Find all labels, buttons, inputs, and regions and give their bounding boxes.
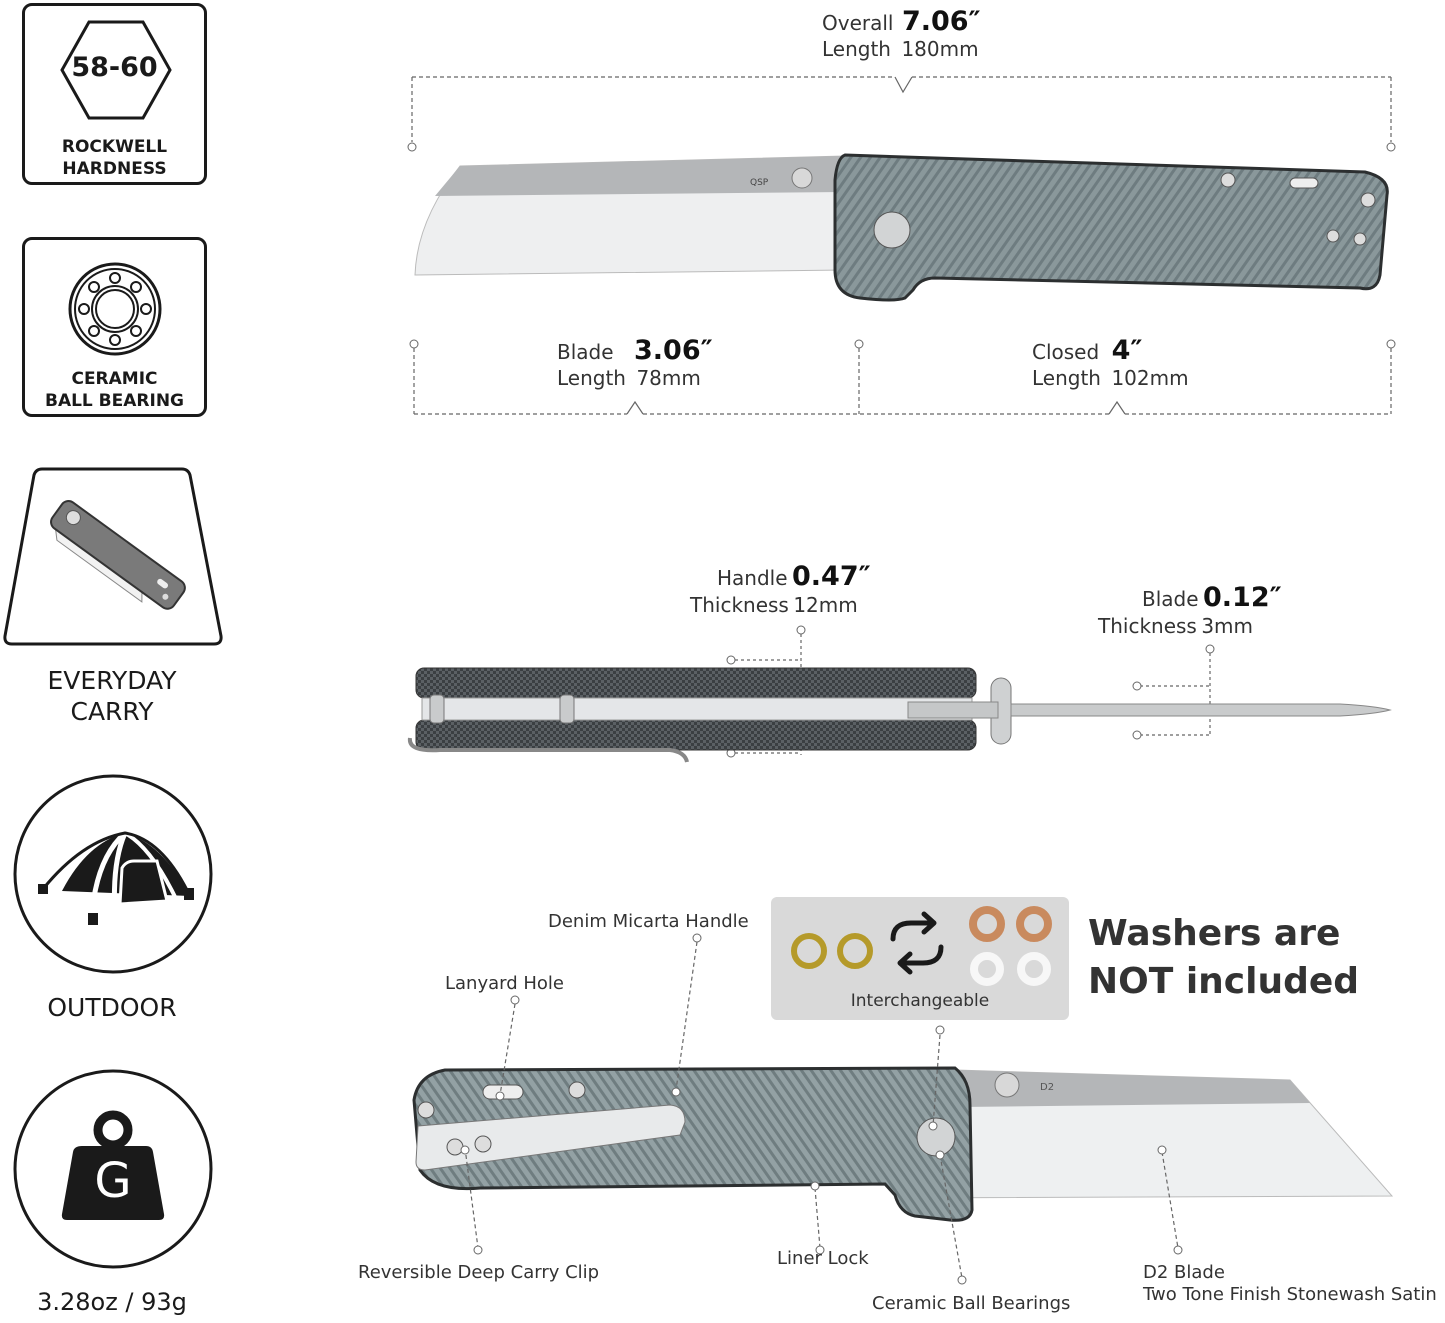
callout-lanyard-hole: Lanyard Hole bbox=[445, 973, 565, 994]
copper-washer-icon bbox=[969, 906, 1052, 942]
washers-image bbox=[791, 906, 1052, 986]
bearing-label-1: CERAMIC bbox=[71, 369, 158, 389]
white-washer-icon bbox=[970, 952, 1051, 986]
closed-length-dimension: Closed 4″ bbox=[1032, 335, 1143, 366]
callout-denim-micarta-handle: Denim Micarta Handle bbox=[548, 911, 749, 932]
side-profile-knife-image bbox=[407, 625, 1392, 763]
callout-liner-lock: Liner Lock bbox=[777, 1248, 869, 1269]
rockwell-hardness-badge: 58-60 ROCKWELL HARDNESS bbox=[22, 3, 207, 185]
blade-thickness-row2: Thickness 3mm bbox=[1098, 614, 1253, 638]
blade-length-inches: 3.06″ bbox=[634, 335, 713, 366]
handle-thickness-inches: 0.47″ bbox=[791, 561, 871, 592]
washers-notice-line2: NOT included bbox=[1088, 961, 1360, 1002]
hexagon-icon bbox=[60, 20, 172, 120]
bearing-label-2: BALL BEARING bbox=[44, 391, 185, 411]
edc-label-1: EVERYDAY bbox=[47, 666, 177, 695]
tent-icon bbox=[38, 831, 194, 925]
closed-inches: 4″ bbox=[1111, 335, 1143, 366]
hardness-label-1: ROCKWELL bbox=[61, 137, 168, 157]
overall-dimension-bracket bbox=[407, 76, 1396, 152]
d2-mark: D2 bbox=[1040, 1082, 1054, 1093]
open-knife-image: QSP bbox=[414, 153, 1389, 302]
overall-length-dimension: Overall 7.06″ bbox=[822, 6, 981, 37]
ball-bearing-icon bbox=[68, 262, 162, 356]
weight-badge bbox=[13, 1069, 213, 1269]
washers-caption: Interchangeable bbox=[850, 991, 990, 1011]
overall-label-1: Overall bbox=[822, 11, 894, 35]
blade-thickness-dimension: Blade 0.12″ bbox=[1142, 582, 1282, 613]
blade-closed-dimension-bracket bbox=[409, 339, 1396, 415]
gold-bearing-washer-icon bbox=[791, 933, 873, 969]
closed-label-1: Closed bbox=[1032, 340, 1100, 364]
closed-knife-image: D2 bbox=[412, 933, 1394, 1285]
edc-label-2: CARRY bbox=[70, 697, 154, 726]
handle-thickness-row2: Thickness 12mm bbox=[690, 593, 858, 617]
hardness-value: 58-60 bbox=[71, 52, 158, 83]
blade-thickness-label-1: Blade bbox=[1142, 587, 1199, 611]
callout-ceramic-ball-bearings: Ceramic Ball Bearings bbox=[872, 1293, 1071, 1314]
folded-knife-icon bbox=[50, 500, 186, 610]
blade-length-label-2: Length bbox=[557, 366, 626, 390]
blade-thickness-inches: 0.12″ bbox=[1203, 582, 1282, 613]
blade-length-dimension: Blade 3.06″ bbox=[557, 335, 713, 366]
handle-thickness-label-2: Thickness bbox=[690, 593, 789, 617]
outdoor-label: OUTDOOR bbox=[47, 993, 177, 1022]
closed-length-row2: Length 102mm bbox=[1032, 366, 1189, 390]
washers-panel: Interchangeable bbox=[771, 897, 1069, 1020]
outdoor-badge bbox=[13, 774, 213, 974]
blade-length-mm: 78mm bbox=[636, 366, 701, 390]
blade-length-label-1: Blade bbox=[557, 340, 614, 364]
callout-blade-finish: Two Tone Finish Stonewash Satin bbox=[1143, 1284, 1437, 1305]
overall-label-2: Length bbox=[822, 37, 891, 61]
overall-length-row2: Length 180mm bbox=[822, 37, 979, 61]
blade-thickness-label-2: Thickness bbox=[1098, 614, 1197, 638]
washers-notice-line1: Washers are bbox=[1088, 913, 1341, 954]
everyday-carry-badge bbox=[3, 467, 223, 646]
weight-icon bbox=[61, 1110, 165, 1220]
handle-thickness-mm: 12mm bbox=[793, 593, 858, 617]
interchange-arrows-icon bbox=[890, 911, 944, 975]
weight-glyph: G bbox=[94, 1153, 132, 1209]
blade-thickness-mm: 3mm bbox=[1201, 614, 1254, 638]
blade-length-row2: Length 78mm bbox=[557, 366, 701, 390]
overall-inches: 7.06″ bbox=[901, 6, 981, 37]
callout-reversible-clip: Reversible Deep Carry Clip bbox=[358, 1262, 600, 1283]
weight-label: 3.28oz / 93g bbox=[37, 1288, 187, 1316]
qsp-logo: QSP bbox=[750, 178, 769, 188]
ceramic-bearing-badge: CERAMIC BALL BEARING bbox=[22, 237, 207, 417]
callout-d2-blade: D2 Blade bbox=[1143, 1262, 1225, 1283]
handle-thickness-label-1: Handle bbox=[717, 566, 788, 590]
handle-thickness-dimension: Handle 0.47″ bbox=[717, 561, 871, 592]
closed-mm: 102mm bbox=[1111, 366, 1189, 390]
overall-mm: 180mm bbox=[901, 37, 979, 61]
closed-label-2: Length bbox=[1032, 366, 1101, 390]
hardness-label-2: HARDNESS bbox=[62, 159, 167, 179]
